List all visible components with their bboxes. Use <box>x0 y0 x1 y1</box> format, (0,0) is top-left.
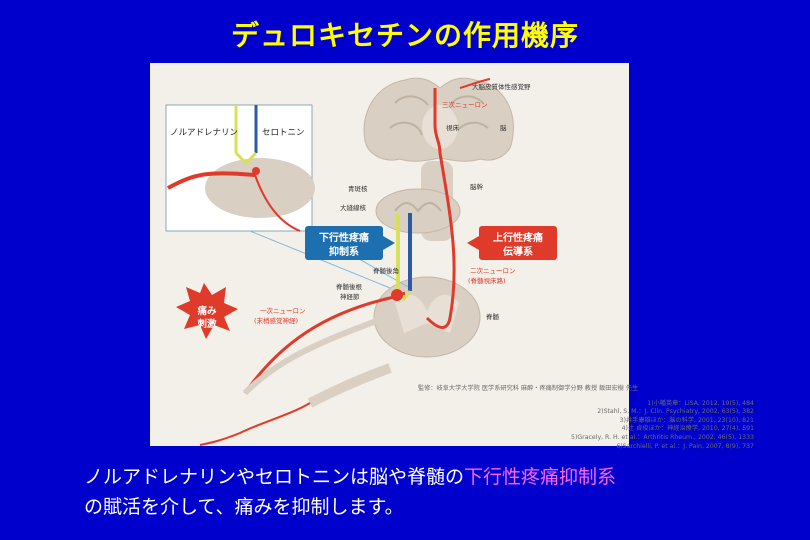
label-drg-1: 脊髄後根 <box>336 282 363 291</box>
ascending-title-2: 伝導系 <box>503 245 533 258</box>
label-stimulus: 刺激 <box>196 318 217 330</box>
caption-line-2: の賦活を介して、痛みを抑制します。 <box>84 496 404 518</box>
reference-4: 4)辻 貞俊ほか：神経治療学, 2010, 27(4), 591 <box>621 425 754 433</box>
label-serotonin: セロトニン <box>262 128 305 138</box>
label-raphe-nucleus: 大縫線核 <box>340 203 367 212</box>
caption-line-1: ノルアドレナリンやセロトニンは脳や脊髄の下行性疼痛抑制系 <box>84 462 784 492</box>
label-peripheral-nerve: (末梢感覚神経) <box>254 316 298 325</box>
diagram-svg: ノルアドレナリン セロトニン 大脳皮質体性感覚野 三次ニューロン 視床 脳 脳幹… <box>165 77 557 446</box>
ascending-title-1: 上行性疼痛 <box>493 231 543 244</box>
synapse-inset <box>165 104 315 232</box>
label-third-neuron: 三次ニューロン <box>442 100 488 109</box>
caption-line-1-text: ノルアドレナリンやセロトニンは脳や脊髄の <box>84 466 465 488</box>
caption-highlight: 下行性疼痛抑制系 <box>464 466 617 488</box>
supervision-credit: 監修：岐阜大学大学院 医学系研究科 麻酔・疼痛制御学分野 教授 飯田宏樹 先生 <box>418 385 639 392</box>
reference-5: 5)Gracely, R. H. et al.：Arthritis Rheum.… <box>571 433 754 441</box>
reference-1: 1)小幡英章：LiSA, 2012, 19(5), 484 <box>647 399 754 407</box>
caption-text: ノルアドレナリンやセロトニンは脳や脊髄の下行性疼痛抑制系 の賦活を介して、痛みを… <box>84 462 784 522</box>
reference-2: 2)Stahl, S. M.：J. Clin. Psychiatry, 2002… <box>597 408 754 416</box>
label-first-neuron: 一次ニューロン <box>260 306 306 315</box>
spinal-cord-section <box>373 276 481 358</box>
label-spinal-cord: 脊髄 <box>486 312 500 321</box>
label-pain: 痛み <box>196 305 217 317</box>
descending-system-box <box>305 226 383 260</box>
label-cortex: 大脳皮質体性感覚野 <box>472 82 531 91</box>
label-brainstem: 脳幹 <box>470 182 484 191</box>
label-second-neuron: 二次ニューロン <box>470 266 516 275</box>
reference-3: 3)井手康雄ほか：脳の科学, 2001, 23(10), 821 <box>619 416 754 424</box>
label-thalamus: 視床 <box>446 123 460 132</box>
descending-title-1: 下行性疼痛 <box>319 231 369 244</box>
pain-stimulus-burst <box>176 283 238 339</box>
mechanism-diagram: ノルアドレナリン セロトニン 大脳皮質体性感覚野 三次ニューロン 視床 脳 脳幹… <box>150 63 754 450</box>
brain-illustration <box>363 77 514 162</box>
ascending-system-box <box>479 226 557 260</box>
label-dorsal-horn: 脊髄後角 <box>373 266 399 275</box>
slide-title: デュロキセチンの作用機序 <box>230 19 579 52</box>
label-brain: 脳 <box>500 123 507 132</box>
label-noradrenaline: ノルアドレナリン <box>170 128 238 138</box>
label-locus-coeruleus: 青斑核 <box>348 184 368 193</box>
label-spinothalamic: (脊髄視床路) <box>468 276 506 285</box>
reference-6: 6)Sarchielli, P. et al.：J. Pain, 2007, 8… <box>616 442 754 450</box>
references-block: 監修：岐阜大学大学院 医学系研究科 麻酔・疼痛制御学分野 教授 飯田宏樹 先生 … <box>418 385 754 451</box>
descending-title-2: 抑制系 <box>329 245 359 258</box>
label-drg-2: 神経節 <box>340 292 360 301</box>
